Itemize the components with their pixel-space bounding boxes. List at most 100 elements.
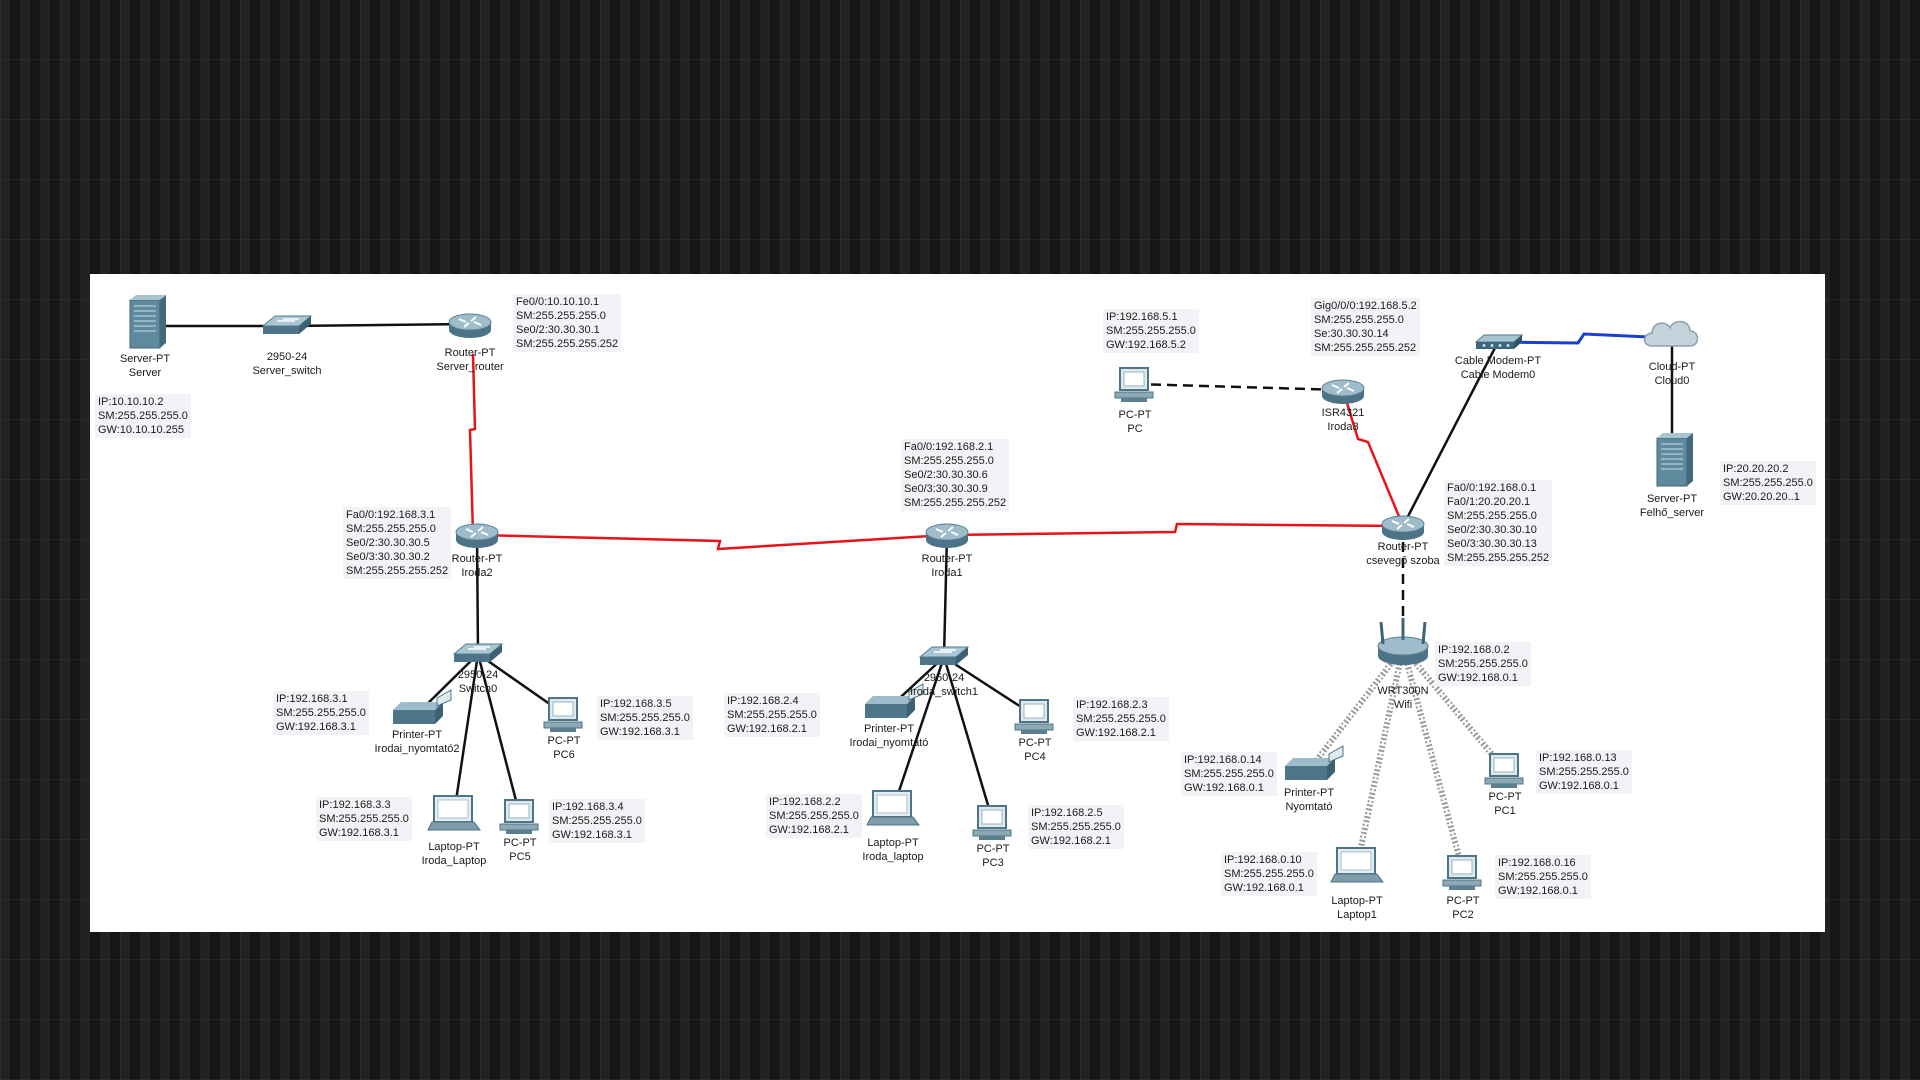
switch-icon[interactable] — [918, 646, 970, 665]
address-line: IP:192.168.0.2 — [1438, 644, 1510, 656]
device-model: PC-PT — [547, 735, 581, 747]
device-name: Felhő_server — [1639, 507, 1705, 519]
laptop-icon[interactable] — [866, 790, 920, 826]
link-iroda-switch1-to-iroda-laptop2[interactable] — [891, 656, 946, 810]
router-icon[interactable] — [448, 313, 492, 338]
printer-icon[interactable] — [1285, 745, 1344, 780]
link-iroda-switch1-to-pc3[interactable] — [942, 656, 995, 823]
link-cable-modem0-to-cseveg-szoba[interactable] — [1401, 341, 1500, 527]
address-line: Se0/3:30.30.30.13 — [1447, 538, 1537, 550]
device-model: PC-PT — [1018, 737, 1052, 749]
router-icon[interactable] — [1381, 515, 1425, 540]
address-line: SM:255.255.255.0 — [904, 455, 994, 467]
device-model: Laptop-PT — [428, 841, 480, 853]
link-wifi-to-pc1[interactable] — [1400, 646, 1508, 772]
address-line: IP:192.168.3.5 — [600, 698, 672, 710]
device-name: Switch0 — [458, 683, 498, 695]
address-line: SM:255.255.255.0 — [1314, 314, 1404, 326]
link-server-router-to-iroda2[interactable] — [468, 353, 477, 535]
devices-layer — [129, 295, 1699, 890]
device-name: Nyomtató — [1285, 801, 1333, 813]
address-line: Fa0/0:192.168.3.1 — [346, 509, 436, 521]
link-iroda2-to-switch0[interactable] — [475, 533, 480, 655]
link-wifi-to-nyomtato[interactable] — [1306, 646, 1406, 772]
address-line: SM:255.255.255.0 — [1224, 868, 1314, 880]
device-model: Server-PT — [119, 353, 171, 365]
address-line: IP:10.10.10.2 — [98, 396, 164, 408]
pc-icon[interactable] — [1442, 855, 1482, 890]
pc-icon[interactable] — [1014, 699, 1054, 734]
wifi-icon[interactable] — [1377, 618, 1429, 665]
device-model: Server-PT — [1646, 493, 1698, 505]
link-server-switch-to-server-router[interactable] — [286, 322, 471, 328]
switch-icon[interactable] — [261, 315, 313, 334]
laptop-icon[interactable] — [1330, 847, 1384, 883]
server-icon[interactable] — [1656, 433, 1693, 487]
link-iroda1-to-cseveg-szoba[interactable] — [946, 522, 1404, 537]
address-line: SM:255.255.255.0 — [552, 815, 642, 827]
router-icon[interactable] — [455, 523, 499, 548]
printer-icon[interactable] — [865, 683, 924, 718]
address-line: Fa0/0:192.168.0.1 — [1447, 482, 1537, 494]
address-line: SM:255.255.255.252 — [346, 565, 449, 577]
link-pc-to-iroda3[interactable] — [1134, 382, 1344, 392]
address-line: Se0/2:30.30.30.10 — [1447, 524, 1537, 536]
device-model: Router-PT — [444, 347, 496, 359]
address-line: IP:192.168.2.4 — [727, 695, 799, 707]
pc-icon[interactable] — [499, 799, 539, 834]
router-icon[interactable] — [925, 523, 969, 548]
pc-icon[interactable] — [972, 805, 1012, 840]
address-line: SM:255.255.255.0 — [1184, 768, 1274, 780]
server-icon[interactable] — [129, 295, 166, 349]
device-model: PC-PT — [976, 843, 1010, 855]
device-model: PC-PT — [1446, 895, 1480, 907]
printer-icon[interactable] — [393, 689, 452, 724]
link-cable-modem0-to-cloud0[interactable] — [1497, 332, 1673, 345]
pc-icon[interactable] — [1114, 367, 1154, 402]
cloud-icon[interactable] — [1643, 320, 1699, 347]
link-iroda1-to-iroda-switch1[interactable] — [942, 533, 949, 658]
address-line: Se0/2:30.30.30.5 — [346, 537, 430, 549]
link-switch0-to-pc5[interactable] — [476, 653, 522, 817]
link-iroda2-to-iroda1[interactable] — [477, 533, 948, 551]
address-line: Se0/2:30.30.30.1 — [516, 324, 600, 336]
link-wifi-to-pc2[interactable] — [1400, 647, 1466, 873]
link-iroda3-to-cseveg-szoba[interactable] — [1341, 389, 1405, 527]
pc-icon[interactable] — [1484, 753, 1524, 788]
pc-icon[interactable] — [543, 697, 583, 732]
device-model: PC-PT — [1118, 409, 1152, 421]
router-icon[interactable] — [1321, 379, 1365, 404]
address-line: IP:192.168.3.3 — [319, 799, 391, 811]
switch-icon[interactable] — [452, 643, 504, 662]
device-name: PC6 — [553, 749, 575, 761]
link-switch0-to-iroda-laptop[interactable] — [452, 653, 480, 815]
modem-icon[interactable] — [1474, 334, 1524, 349]
laptop-icon[interactable] — [427, 795, 481, 831]
link-wifi-to-laptop1[interactable] — [1354, 647, 1406, 867]
